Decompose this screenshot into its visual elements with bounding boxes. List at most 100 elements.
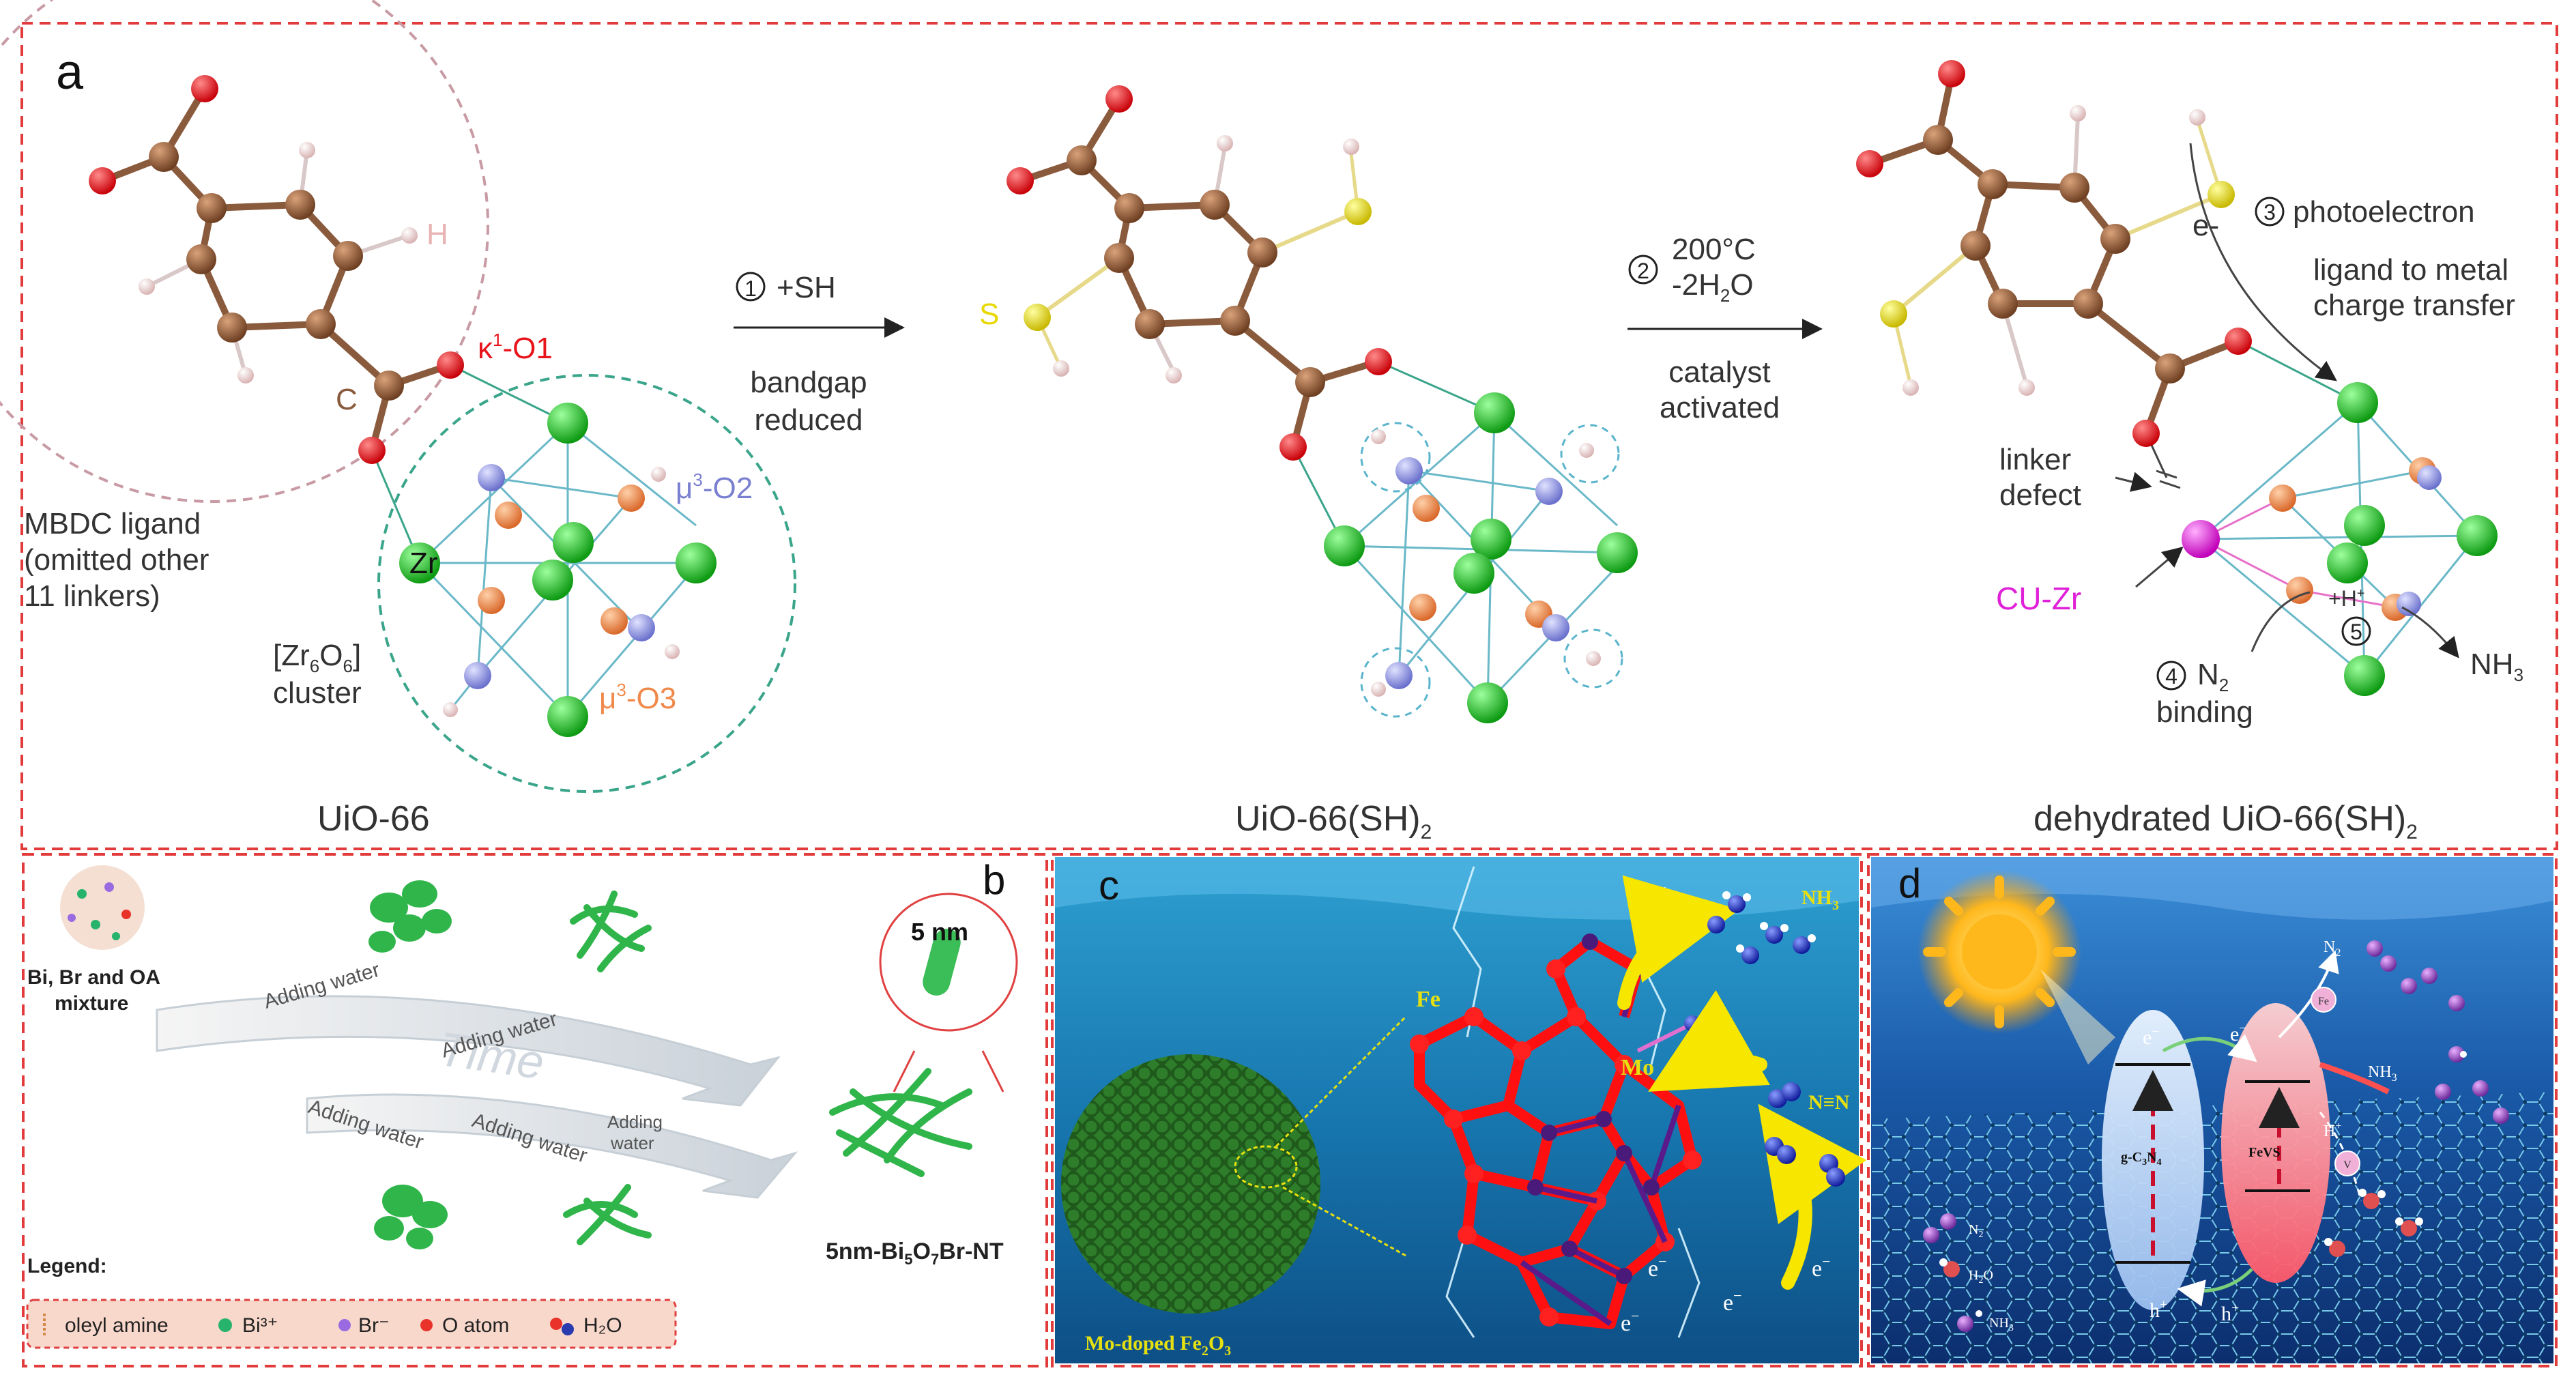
legend-box <box>26 1299 677 1349</box>
nh3-molecules <box>1707 891 1816 964</box>
nh3-label: NH3 <box>2470 648 2523 685</box>
step1-line2: reduced <box>754 403 863 437</box>
sun-icon <box>1923 875 2076 1028</box>
water-molecules <box>1939 1189 2423 1277</box>
uio66-name: UiO-66 <box>317 799 430 839</box>
mu-o3-label: μ3-O3 <box>599 680 676 715</box>
sulfur-label: S <box>979 298 999 331</box>
mo-label: Mo <box>1621 1055 1654 1080</box>
nh3-d: NH3 <box>2368 1063 2397 1084</box>
nanotube-rod <box>923 929 961 996</box>
step2-arrow: 2 200°C -2H2O catalyst activated <box>1627 233 1823 424</box>
fe-site <box>2311 987 2336 1013</box>
electron-d-1: e− <box>2143 1024 2160 1049</box>
legend-title: Legend: <box>27 1255 107 1277</box>
add-water-5a: Adding <box>607 1112 663 1132</box>
proton-label: +H+ <box>2328 586 2364 611</box>
nh3-d-legend: NH3 <box>1989 1316 2014 1333</box>
electron-c-1: e− <box>1648 1253 1667 1282</box>
panel-b-letter: b <box>983 857 1005 903</box>
svg-text:1: 1 <box>744 276 757 301</box>
electron-c-4: e− <box>1812 1253 1831 1282</box>
n-triple-n-text: N≡N <box>1808 1091 1850 1114</box>
fevs-label: FeVS <box>2248 1145 2281 1160</box>
step1-arrow: 1 +SH bandgap reduced <box>734 271 905 437</box>
panel-a: a <box>0 0 2523 843</box>
legend-oleyl: oleyl amine <box>65 1314 169 1337</box>
hydrogen-label: H <box>426 218 448 251</box>
lmct-line2: charge transfer <box>2313 289 2515 322</box>
lower-arrow <box>306 1093 798 1199</box>
step2-line1: catalyst <box>1668 356 1770 389</box>
nh3-release-arrow <box>1617 875 1740 1010</box>
add-water-5b: water <box>610 1133 654 1153</box>
hole-d-2: h+ <box>2221 1301 2239 1325</box>
cluster-highlight-circle <box>377 374 796 793</box>
legend-bi: Bi³⁺ <box>242 1314 278 1337</box>
photoelectron-label: photoelectron <box>2293 195 2475 229</box>
step1-line1: bandgap <box>750 366 867 399</box>
carbon-label: C <box>336 383 358 416</box>
legend-h2o: H₂O <box>583 1314 622 1337</box>
panel-c: c Mo-doped Fe2O3 <box>1055 857 1867 1363</box>
panel-a-letter: a <box>56 45 84 100</box>
green-aggregates <box>368 880 452 1249</box>
dehydrated-name: dehydrated UiO-66(SH)2 <box>2034 799 2418 843</box>
step2-line2: activated <box>1660 391 1780 424</box>
time-arrow <box>156 995 781 1107</box>
legend-o: O atom <box>442 1314 509 1337</box>
step2-temp: 200°C <box>1672 233 1756 266</box>
uio66-structure <box>0 0 796 793</box>
electron-c-3: e− <box>1723 1287 1742 1316</box>
fe-label: Fe <box>1416 987 1441 1012</box>
electron-label: e- <box>2193 209 2219 242</box>
svg-text:4: 4 <box>2165 664 2177 689</box>
step1-text: +SH <box>777 271 836 304</box>
svg-text:V: V <box>2343 1159 2351 1171</box>
panel-d: d g-C3N4 FeVS e− e− h+ h+ N2 <box>1871 857 2553 1363</box>
hole-d-1: h+ <box>2150 1297 2167 1322</box>
green-fibers <box>563 891 972 1245</box>
cu-zr-label: CU-Zr <box>1996 581 2081 616</box>
v-site <box>2334 1150 2360 1176</box>
lmct-line1: ligand to metal <box>2313 253 2508 287</box>
linker-defect-line2: defect <box>1999 478 2081 512</box>
binding-label: binding <box>2156 695 2253 729</box>
electron-c-2: e− <box>1621 1307 1640 1336</box>
mbdc-line1: MBDC ligand <box>24 507 201 540</box>
svg-text:2: 2 <box>1637 259 1649 283</box>
step2-water: -2H2O <box>1672 268 1754 306</box>
mu-o2-label: μ3-O2 <box>676 469 753 505</box>
svg-text:5: 5 <box>2350 620 2362 644</box>
mixture-dots <box>68 882 131 940</box>
zr-label: Zr <box>409 547 438 580</box>
nh3-text: NH3 <box>1801 886 1839 913</box>
n2-molecules <box>1765 1082 1845 1187</box>
hplus-d: H+ <box>2324 1120 2341 1140</box>
h2o-d-legend: H2O <box>1969 1268 1993 1286</box>
electron-d-2: e− <box>2230 1021 2247 1045</box>
cluster-formula: [Zr6O6] <box>273 639 361 676</box>
mbdc-line2: (omitted other <box>24 543 209 577</box>
legend-br: Br⁻ <box>358 1314 390 1337</box>
nanotube-name: 5nm-Bi5O7Br-NT <box>826 1239 1004 1268</box>
n2-label: N2 <box>2197 658 2229 695</box>
kappa-o1-label: κ1-O1 <box>478 330 553 365</box>
panel-c-letter: c <box>1099 863 1119 908</box>
gcn-label: g-C3N4 <box>2121 1150 2162 1168</box>
uio66-sh2-structure <box>1007 85 1638 723</box>
linker-defect-line1: linker <box>1999 443 2071 476</box>
fevs-ellipse <box>2221 1003 2330 1283</box>
n2-uptake-arrow <box>1648 990 1770 1092</box>
n2-d-top: N2 <box>2324 938 2341 959</box>
graphene-sheet <box>1871 1092 2553 1363</box>
svg-text:Fe: Fe <box>2318 996 2329 1007</box>
size-label: 5 nm <box>911 918 968 946</box>
panel-b: Time Adding water Adding water Adding wa… <box>26 857 1018 1349</box>
ligand-highlight-circle <box>0 0 489 503</box>
cluster-word: cluster <box>273 676 362 710</box>
mixture-line1: Bi, Br and OA <box>27 966 160 989</box>
mbdc-line3: 11 linkers) <box>24 579 160 613</box>
dehydrated-structure <box>1856 60 2498 696</box>
